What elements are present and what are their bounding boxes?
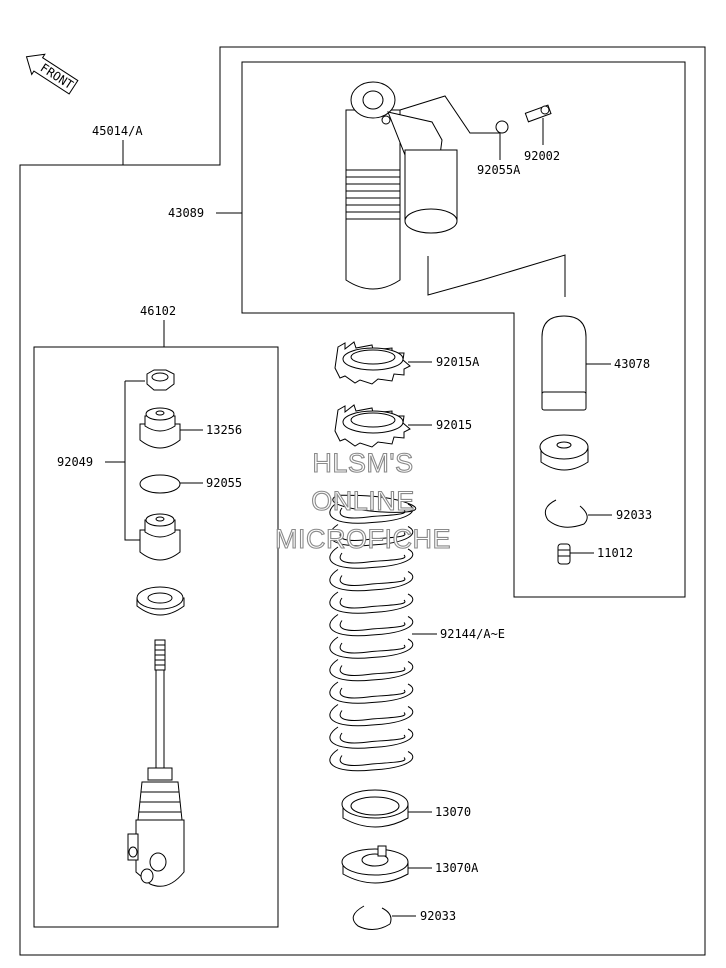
locknut-92015 <box>334 404 411 448</box>
label-92144: 92144/A~E <box>440 627 505 641</box>
bushing-13256 <box>139 407 181 449</box>
oring-92055a <box>495 120 509 134</box>
rod-box-46102 <box>33 346 279 928</box>
label-43089: 43089 <box>168 206 204 220</box>
label-92015: 92015 <box>436 418 472 432</box>
reservoir-box-43089 <box>241 61 686 598</box>
assembly-outline-45014 <box>19 46 706 956</box>
watermark-line1: HLSM'S <box>312 448 413 478</box>
valve-11012 <box>557 543 571 565</box>
watermark-line2: ONLINE <box>311 486 415 516</box>
spring-coil-inner <box>339 620 406 631</box>
spring-coil-inner <box>339 552 406 564</box>
label-92015a: 92015A <box>436 355 480 369</box>
rod-washer <box>136 586 185 616</box>
spring-coil-inner <box>339 507 406 519</box>
spring-coil <box>329 569 414 592</box>
label-43078: 43078 <box>614 357 650 371</box>
label-11012: 11012 <box>597 546 633 560</box>
spring-coil-inner <box>339 530 406 541</box>
bushing-lower <box>139 513 181 561</box>
label-92055a: 92055A <box>477 163 521 177</box>
watermark: HLSM'S ONLINE MICROFICHE <box>274 447 451 554</box>
reservoir-cap <box>539 434 589 471</box>
piston-rod <box>127 639 185 887</box>
label-13070: 13070 <box>435 805 471 819</box>
front-arrow-icon: FRONT <box>25 53 79 95</box>
label-92055: 92055 <box>206 476 242 490</box>
label-92033-upper: 92033 <box>616 508 652 522</box>
spring-coil <box>329 749 414 772</box>
spring-coil-inner <box>339 665 406 676</box>
spring-coil-inner <box>339 642 406 654</box>
spring-coil <box>329 659 414 682</box>
spring-seat-13070a <box>341 845 409 884</box>
bladder-43078 <box>541 315 587 411</box>
spring-coil <box>329 726 414 749</box>
circlip-92033-lower <box>352 905 392 930</box>
watermark-line3: MICROFICHE <box>275 524 451 554</box>
spring-coil <box>329 591 414 614</box>
spring-coil-inner <box>339 597 406 609</box>
part-labels: 45014/A 43089 92055A 92002 46102 92015A … <box>57 124 652 923</box>
spring-coil <box>329 501 414 524</box>
spring-coil <box>329 681 414 704</box>
label-46102: 46102 <box>140 304 176 318</box>
locknut-92015a <box>334 341 411 385</box>
label-45014a: 45014/A <box>92 124 143 138</box>
spring-coil-inner <box>339 755 406 766</box>
shock-body-43089 <box>345 81 566 297</box>
spring-coil <box>329 636 414 659</box>
spring-coil <box>329 546 414 569</box>
spring-coil-inner <box>339 710 406 721</box>
spring-92144 <box>329 493 416 772</box>
spring-coil-inner <box>339 732 406 744</box>
label-92033-lower: 92033 <box>420 909 456 923</box>
spring-coil-inner <box>339 687 406 699</box>
spring-coil <box>329 704 414 727</box>
spring-coil <box>329 614 414 637</box>
bleed-screw-92002 <box>524 104 552 123</box>
spring-coil <box>329 524 414 547</box>
label-92049: 92049 <box>57 455 93 469</box>
oring-92055 <box>139 474 181 494</box>
label-13256: 13256 <box>206 423 242 437</box>
spring-seat-13070 <box>341 789 409 828</box>
spring-coil-inner <box>339 575 406 586</box>
rod-nut <box>146 369 175 391</box>
label-92002: 92002 <box>524 149 560 163</box>
circlip-92033-upper <box>544 499 588 528</box>
leader-lines <box>105 118 612 917</box>
label-13070a: 13070A <box>435 861 479 875</box>
